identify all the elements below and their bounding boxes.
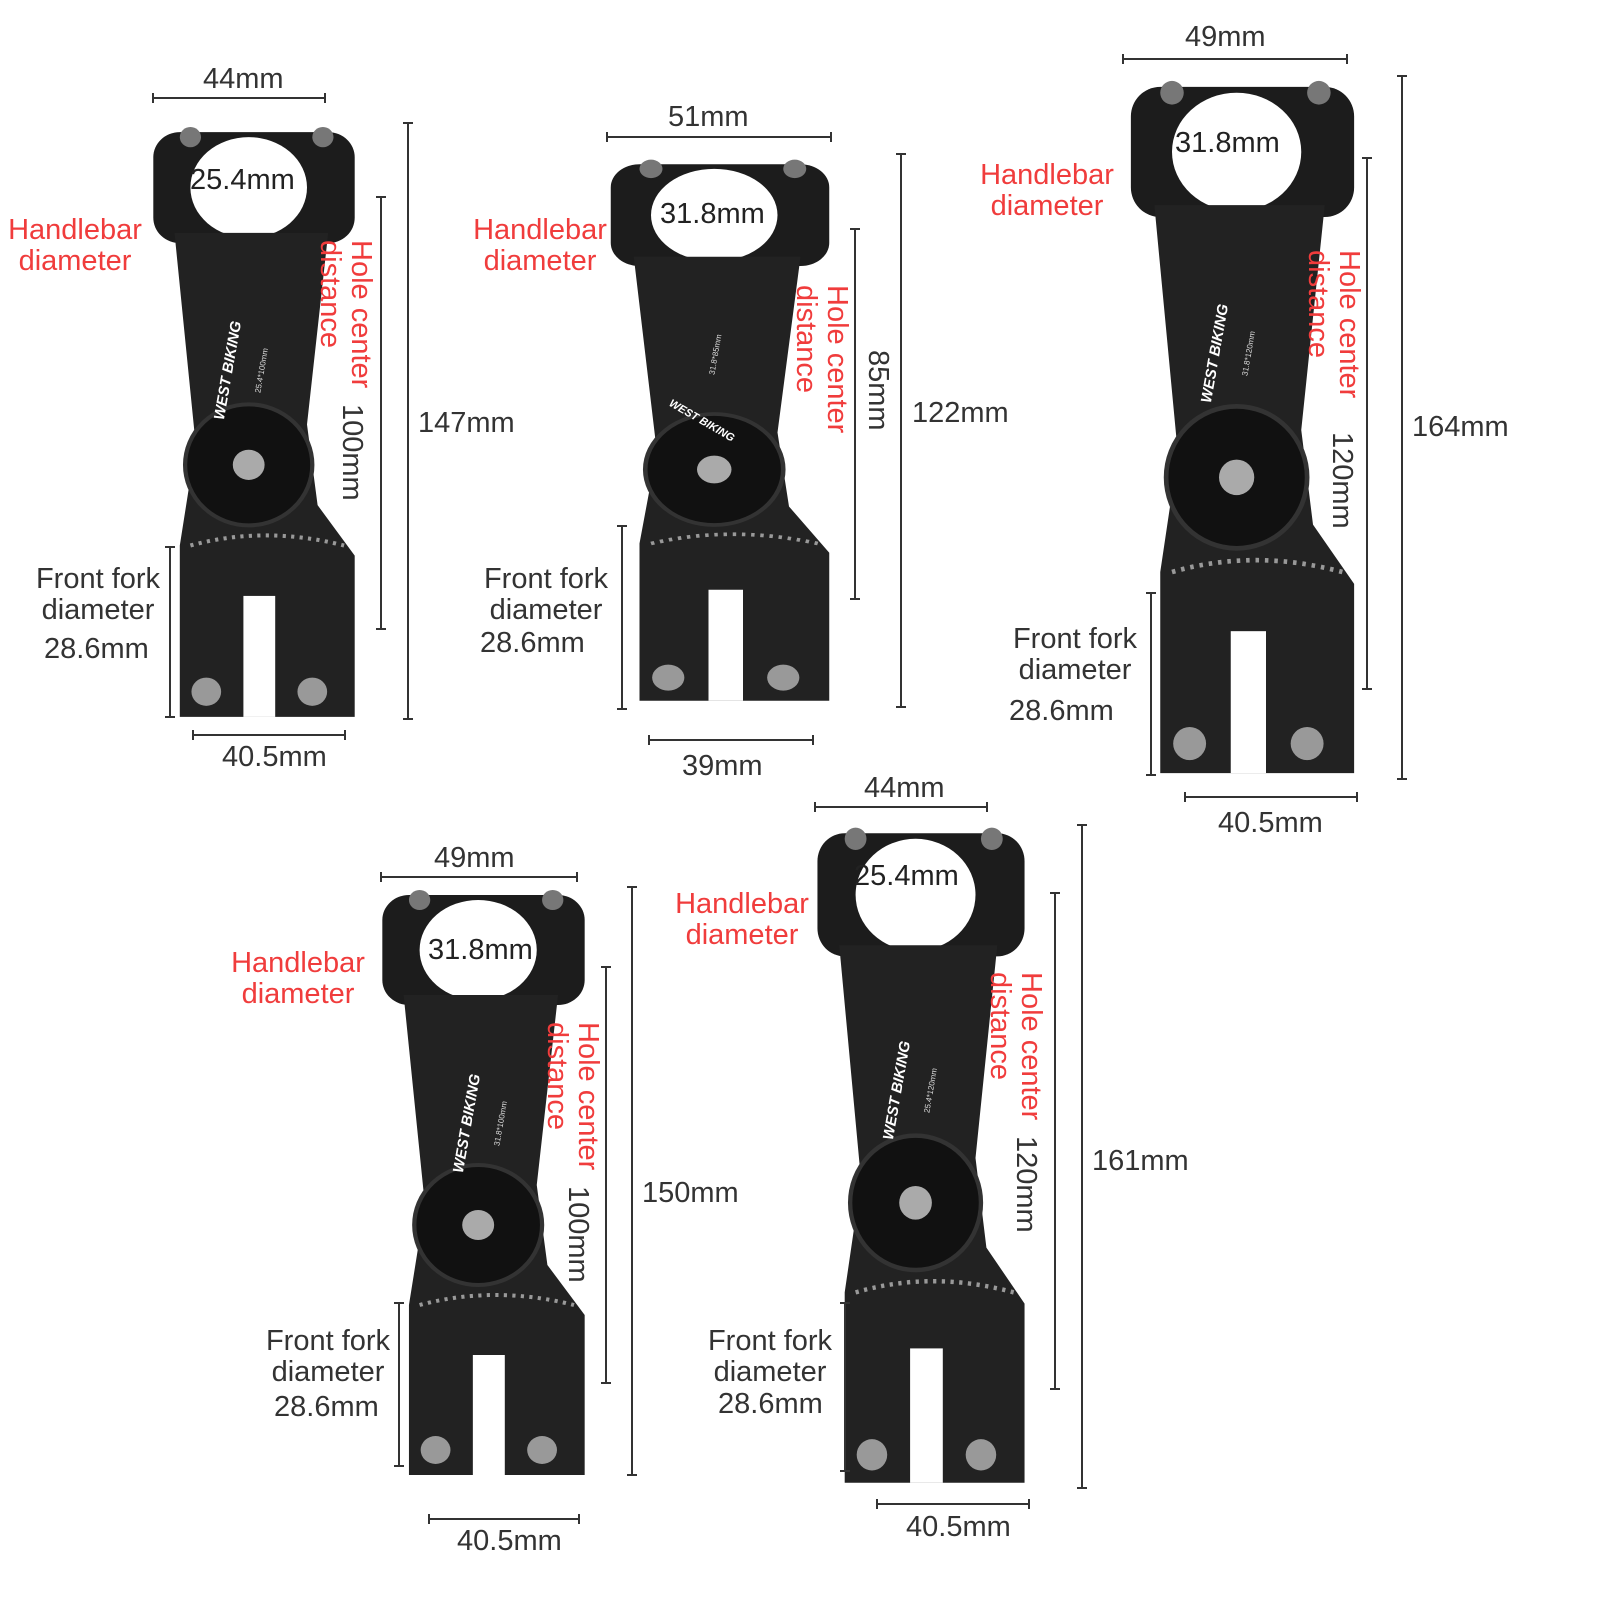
hole-center-label: Hole center distance <box>541 1022 604 1171</box>
hole-center-value: 100mm <box>562 1186 594 1283</box>
top-width: 44mm <box>864 772 945 804</box>
top-width: 44mm <box>203 63 284 95</box>
total-length-line <box>896 153 906 708</box>
bottom-width: 40.5mm <box>457 1525 562 1557</box>
handlebar-label: Handlebar diameter <box>231 947 365 1010</box>
bottom-width-line <box>876 1499 1030 1509</box>
total-length: 150mm <box>642 1177 739 1209</box>
total-length: 161mm <box>1092 1145 1189 1177</box>
stem-image: WEST BIKING 31.8*120mm <box>1125 75 1360 785</box>
fork-line <box>1146 592 1156 776</box>
fork-line <box>394 1302 404 1467</box>
hole-center-line <box>850 228 860 600</box>
hole-center-label: Hole center distance <box>314 240 377 389</box>
handlebar-value: 31.8mm <box>1175 127 1280 159</box>
hole-center-value: 120mm <box>1010 1136 1042 1233</box>
total-length-line <box>403 122 413 720</box>
top-width-line <box>606 132 832 142</box>
stem-image: WEST BIKING 31.8*100mm <box>377 885 590 1485</box>
fork-line <box>617 525 627 710</box>
hole-center-label: Hole center distance <box>1302 250 1365 399</box>
hole-center-line <box>601 966 611 1384</box>
handlebar-value: 25.4mm <box>190 164 295 196</box>
fork-value: 28.6mm <box>1009 695 1114 727</box>
hole-center-value: 100mm <box>336 404 368 501</box>
fork-label: Front fork diameter <box>483 563 609 626</box>
bottom-width: 40.5mm <box>1218 807 1323 839</box>
bottom-width-line <box>428 1514 580 1524</box>
top-width-line <box>152 93 326 103</box>
top-width: 51mm <box>668 101 749 133</box>
top-width: 49mm <box>434 842 515 874</box>
handlebar-value: 31.8mm <box>428 934 533 966</box>
fork-label: Front fork diameter <box>707 1325 833 1388</box>
total-length: 147mm <box>418 407 515 439</box>
handlebar-value: 31.8mm <box>660 198 765 230</box>
stem-image: WEST BIKING 25.4*100mm <box>148 122 360 727</box>
top-width-line <box>380 872 578 882</box>
bottom-width-line <box>1184 792 1358 802</box>
handlebar-label: Handlebar diameter <box>8 214 142 277</box>
bottom-width: 40.5mm <box>906 1511 1011 1543</box>
bottom-width-line <box>648 735 814 745</box>
bottom-width: 40.5mm <box>222 741 327 773</box>
top-width-line <box>814 802 988 812</box>
handlebar-label: Handlebar diameter <box>675 888 809 951</box>
total-length-line <box>1077 824 1087 1489</box>
fork-label: Front fork diameter <box>35 563 161 626</box>
total-length-line <box>627 886 637 1476</box>
fork-label: Front fork diameter <box>1012 623 1138 686</box>
fork-line <box>840 1302 850 1472</box>
fork-line <box>165 546 175 718</box>
bottom-width: 39mm <box>682 750 763 782</box>
total-length: 122mm <box>912 397 1009 429</box>
hole-center-label: Hole center distance <box>984 972 1047 1121</box>
total-length: 164mm <box>1412 411 1509 443</box>
hole-center-line <box>1362 157 1372 690</box>
hole-center-line <box>376 196 386 630</box>
fork-value: 28.6mm <box>480 627 585 659</box>
fork-value: 28.6mm <box>44 633 149 665</box>
handlebar-label: Handlebar diameter <box>980 159 1114 222</box>
handlebar-label: Handlebar diameter <box>473 214 607 277</box>
top-width: 49mm <box>1185 21 1266 53</box>
hole-center-line <box>1050 892 1060 1390</box>
bottom-width-line <box>192 730 346 740</box>
hole-center-value: 120mm <box>1326 432 1358 529</box>
fork-value: 28.6mm <box>274 1391 379 1423</box>
handlebar-value: 25.4mm <box>854 860 959 892</box>
hole-center-label: Hole center distance <box>790 285 853 434</box>
fork-label: Front fork diameter <box>265 1325 391 1388</box>
fork-value: 28.6mm <box>718 1388 823 1420</box>
hole-center-value: 85mm <box>862 350 894 431</box>
total-length-line <box>1397 75 1407 780</box>
top-width-line <box>1122 54 1348 64</box>
